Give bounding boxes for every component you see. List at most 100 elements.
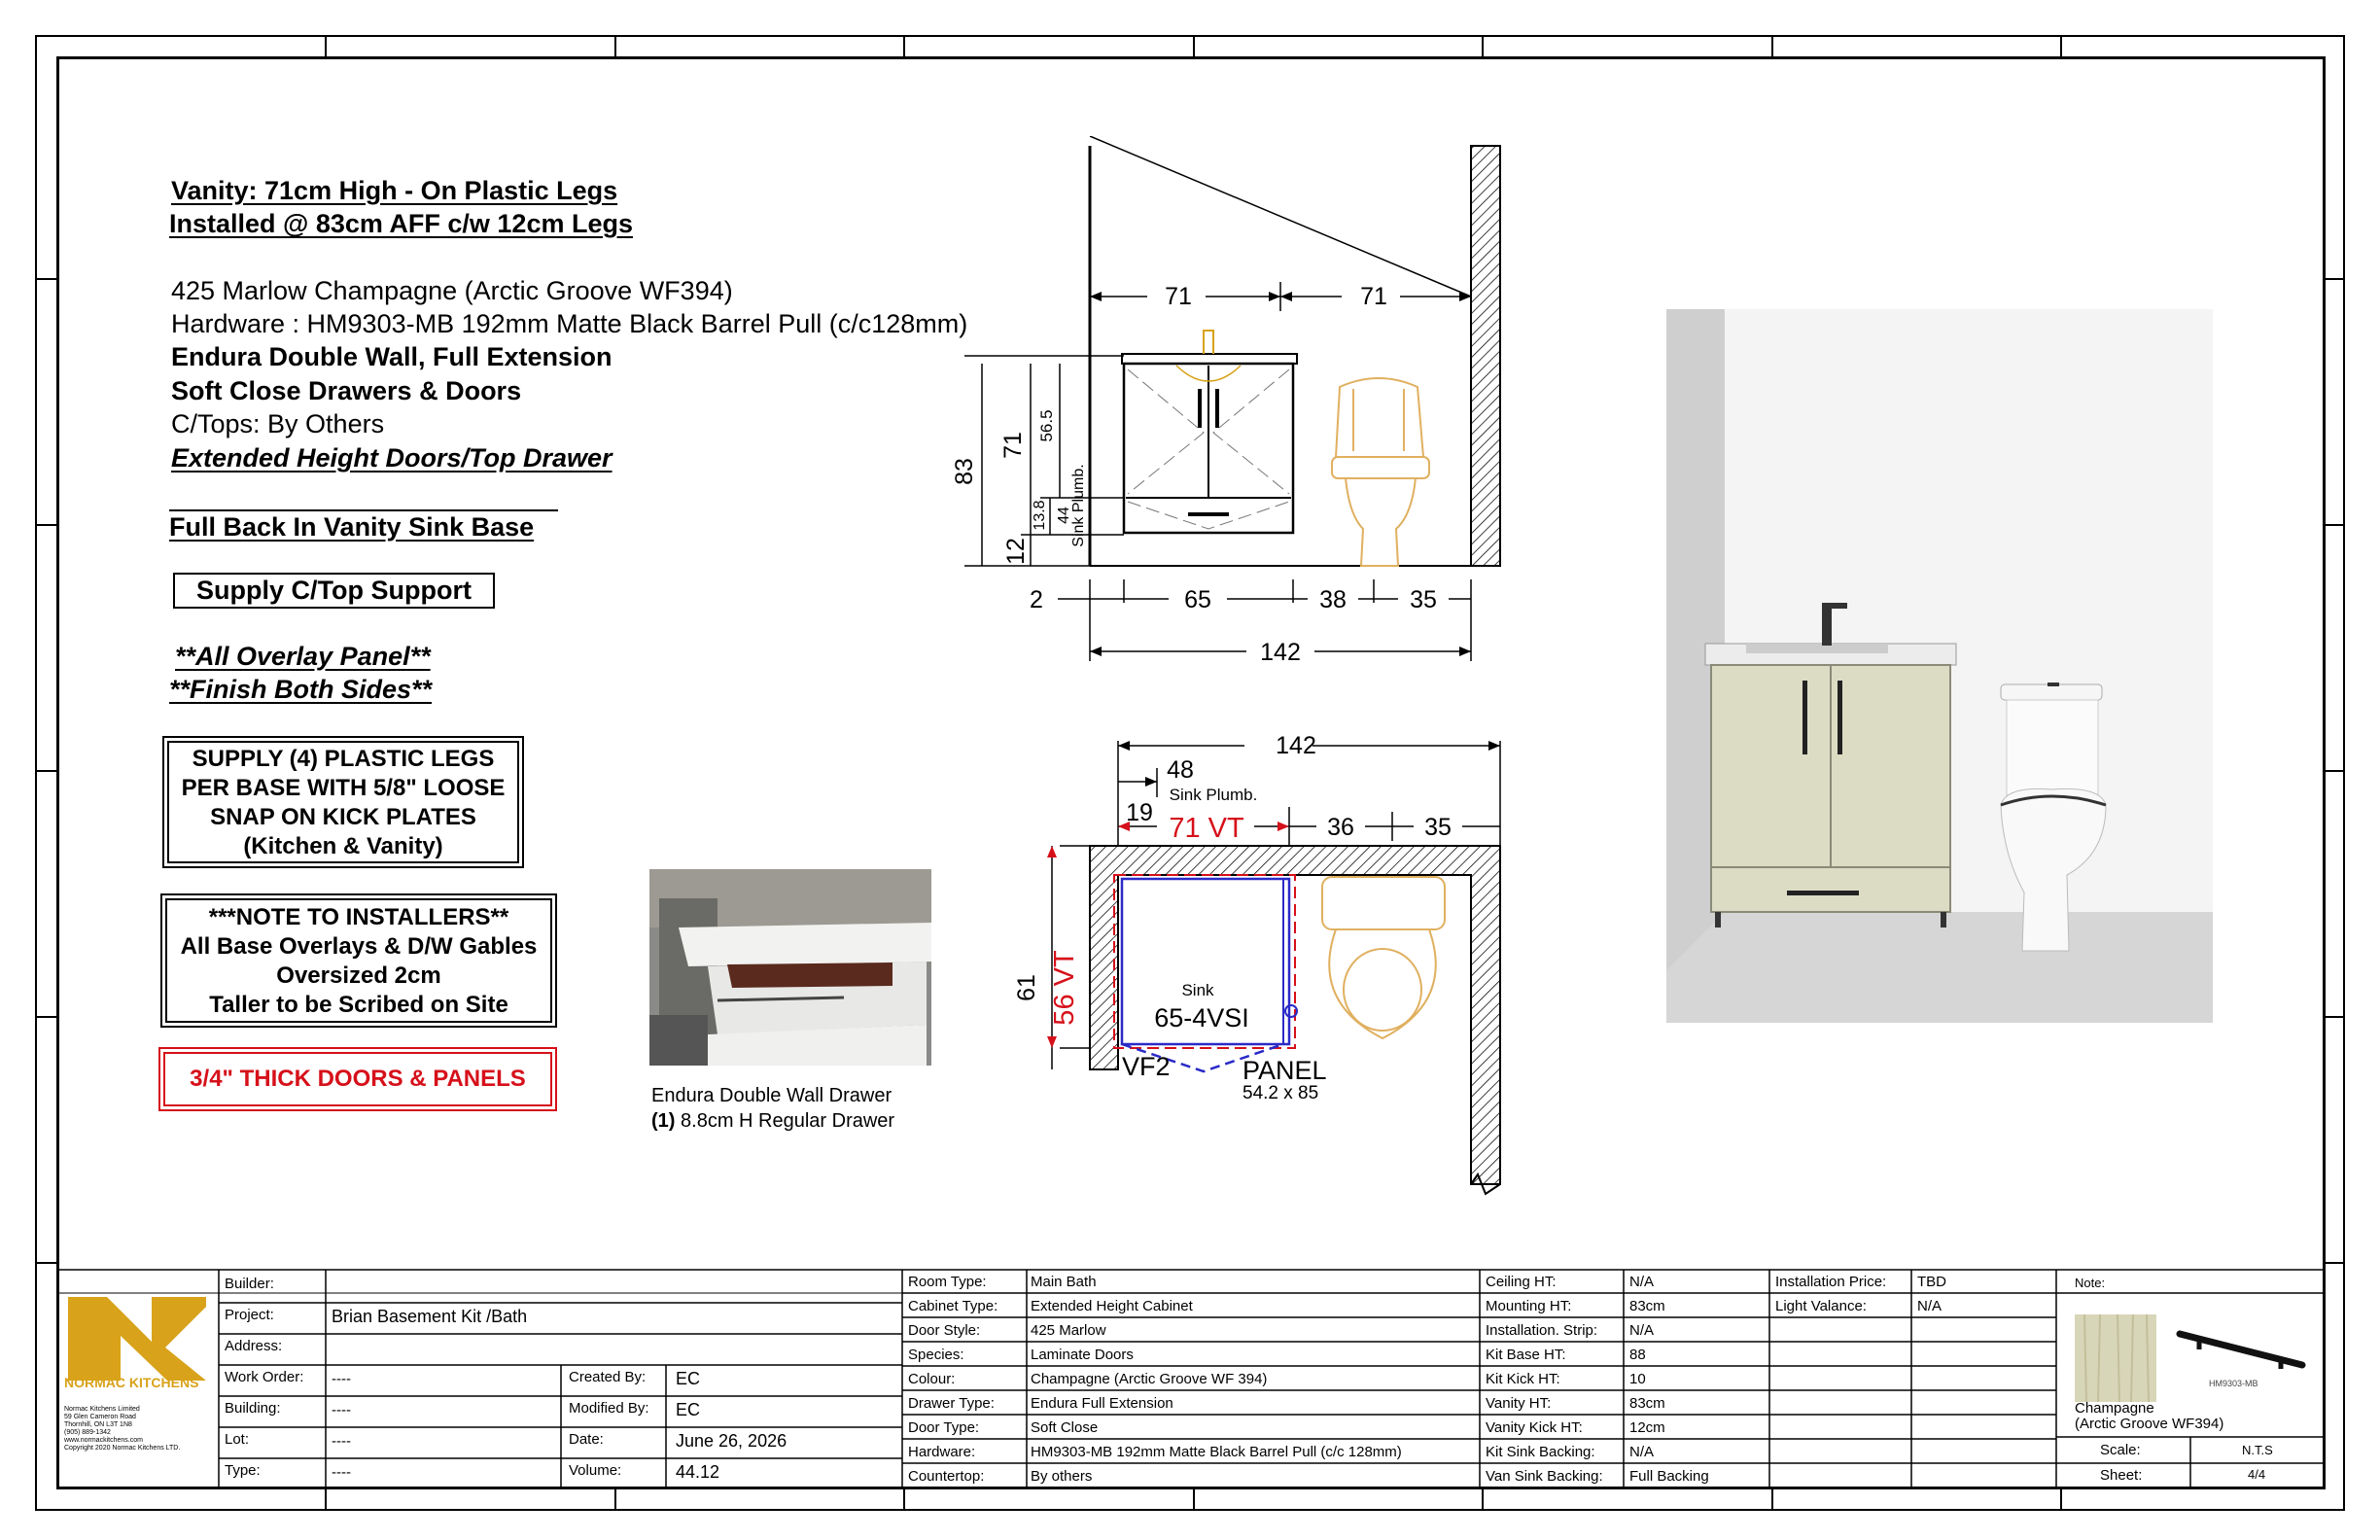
normac-logo [68,1297,206,1381]
plastic-legs-box: SUPPLY (4) PLASTIC LEGS PER BASE WITH 5/… [162,736,524,868]
note-label: Note: [2075,1276,2106,1290]
plan-dim-35: 35 [1424,814,1452,841]
vanity-kick-ht-value: 12cm [1629,1419,1665,1436]
dim-38: 38 [1319,586,1347,613]
colour-value: Champagne (Arctic Groove WF 394) [1031,1371,1268,1387]
work-order-value: ---- [332,1371,351,1387]
panel-size: 54.2 x 85 [1242,1083,1318,1103]
installation-price-label: Installation Price: [1775,1274,1887,1290]
kit-kick-ht-value: 10 [1629,1371,1646,1387]
vf2-label: VF2 [1122,1052,1171,1081]
created-by-label: Created By: [569,1369,647,1385]
installers-line-2: All Base Overlays & D/W Gables [180,933,538,960]
cabinet-type-value: Extended Height Cabinet [1031,1298,1193,1314]
toilet-plan [1321,876,1446,1040]
builder-label: Builder: [225,1276,274,1292]
lot-label: Lot: [225,1431,250,1448]
modified-by-label: Modified By: [569,1400,649,1417]
created-by-value: EC [676,1369,701,1388]
installers-line-3: Oversized 2cm [276,962,441,989]
legs-line-3: SNAP ON KICK PLATES [210,804,476,830]
project-value: Brian Basement Kit /Bath [332,1307,528,1326]
ceiling-ht-value: N/A [1629,1274,1655,1290]
drawer-qty: (1) [651,1110,676,1132]
colour-label: Colour: [908,1371,956,1387]
thick-doors-box: 3/4" THICK DOORS & PANELS [158,1047,557,1111]
room-type-label: Room Type: [908,1274,987,1290]
toilet-elevation [1331,377,1430,567]
address-line-1: Normac Kitchens Limited [64,1406,140,1413]
dim-2: 2 [1030,586,1043,613]
champagne-swatch [2075,1314,2156,1402]
plan-dim-19: 19 [1126,799,1153,826]
sheet-outer-border [35,35,2345,1511]
hardware-value: HM9303-MB 192mm Matte Black Barrel Pull … [1031,1444,1402,1460]
vanity-plan-drawing: 142 48 Sink Plumb. 19 71 VT 36 35 61 56 … [1013,729,1501,1196]
address-line-2: 59 Glen Cameron Road [64,1414,136,1420]
company-address: Normac Kitchens Limited 59 Glen Cameron … [64,1406,180,1452]
building-value: ---- [332,1402,351,1418]
vanity-kick-ht-label: Vanity Kick HT: [1486,1419,1583,1436]
room-type-value: Main Bath [1031,1274,1097,1290]
van-sink-backing-value: Full Backing [1629,1468,1709,1485]
installers-line-4: Taller to be Scribed on Site [209,992,508,1018]
kit-kick-ht-label: Kit Kick HT: [1486,1371,1560,1387]
light-valance-label: Light Valance: [1775,1298,1867,1314]
full-back-note: Full Back In Vanity Sink Base [169,512,535,542]
dim-71: 71 [999,432,1027,459]
swatch-caption-2: (Arctic Groove WF394) [2075,1416,2224,1432]
address-line-4: (905) 889-1342 [64,1429,111,1436]
drawer-system-note: Endura Double Wall, Full Extension [171,342,612,371]
date-label: Date: [569,1431,604,1448]
render-toilet [2000,682,2107,952]
countertop-note: C/Tops: By Others [171,409,385,438]
building-label: Building: [225,1400,281,1417]
panel-label: PANEL [1242,1056,1327,1085]
plan-cabinet [1120,877,1291,1046]
drawer-photo [649,869,931,1066]
dim-top-71b: 71 [1360,283,1387,310]
mounting-ht-value: 83cm [1629,1298,1665,1314]
plan-dim-61: 61 [1013,974,1040,1001]
divider-line [169,509,558,511]
dim-35: 35 [1410,586,1437,613]
scale-value: N.T.S [2242,1443,2273,1457]
lot-value: ---- [332,1433,351,1450]
species-value: Laminate Doors [1031,1347,1134,1363]
plan-dim-56vt: 56 VT [1049,950,1080,1026]
install-strip-label: Installation. Strip: [1486,1322,1598,1339]
dim-13-8: 13.8 [1032,500,1048,530]
light-valance-value: N/A [1917,1298,1942,1314]
vanity-ht-label: Vanity HT: [1486,1395,1552,1412]
sheet-value: 4/4 [2248,1467,2266,1482]
mounting-ht-label: Mounting HT: [1486,1298,1572,1314]
address-line-6: Copyright 2020 Normac Kitchens LTD. [64,1445,181,1452]
volume-label: Volume: [569,1462,622,1479]
sink-label: Sink [1181,981,1214,999]
door-style-value: 425 Marlow [1031,1322,1106,1339]
door-style-note: 425 Marlow Champagne (Arctic Groove WF39… [171,276,733,305]
pull-label: HM9303-MB [2209,1379,2258,1388]
address-line-5: www.normackitchens.com [64,1437,143,1444]
plan-dim-48: 48 [1167,756,1194,784]
date-value: June 26, 2026 [676,1431,788,1451]
kit-sink-backing-label: Kit Sink Backing: [1486,1444,1595,1460]
vanity-elevation-drawing: 71 71 83 71 56.5 13.8 44 Sink Plumb. 12 … [951,136,1501,666]
vanity-ht-value: 83cm [1629,1395,1665,1412]
drawer-type-value: Endura Full Extension [1031,1395,1173,1412]
hardware-note: Hardware : HM9303-MB 192mm Matte Black B… [171,309,968,338]
supply-ctop-box: Supply C/Top Support [173,573,495,609]
legs-line-2: PER BASE WITH 5/8" LOOSE [181,775,506,801]
plan-sink-plumb-label: Sink Plumb. [1170,786,1258,804]
countertop-label: Countertop: [908,1468,985,1485]
ceiling-ht-label: Ceiling HT: [1486,1274,1557,1290]
dim-44: 44 [1056,507,1072,524]
overlay-panel-note: **All Overlay Panel** [175,642,431,671]
plan-dim-71vt: 71 VT [1169,813,1244,844]
kit-base-ht-label: Kit Base HT: [1486,1347,1566,1363]
legs-line-1: SUPPLY (4) PLASTIC LEGS [192,746,495,772]
type-value: ---- [332,1464,351,1481]
volume-value: 44.12 [676,1462,720,1482]
